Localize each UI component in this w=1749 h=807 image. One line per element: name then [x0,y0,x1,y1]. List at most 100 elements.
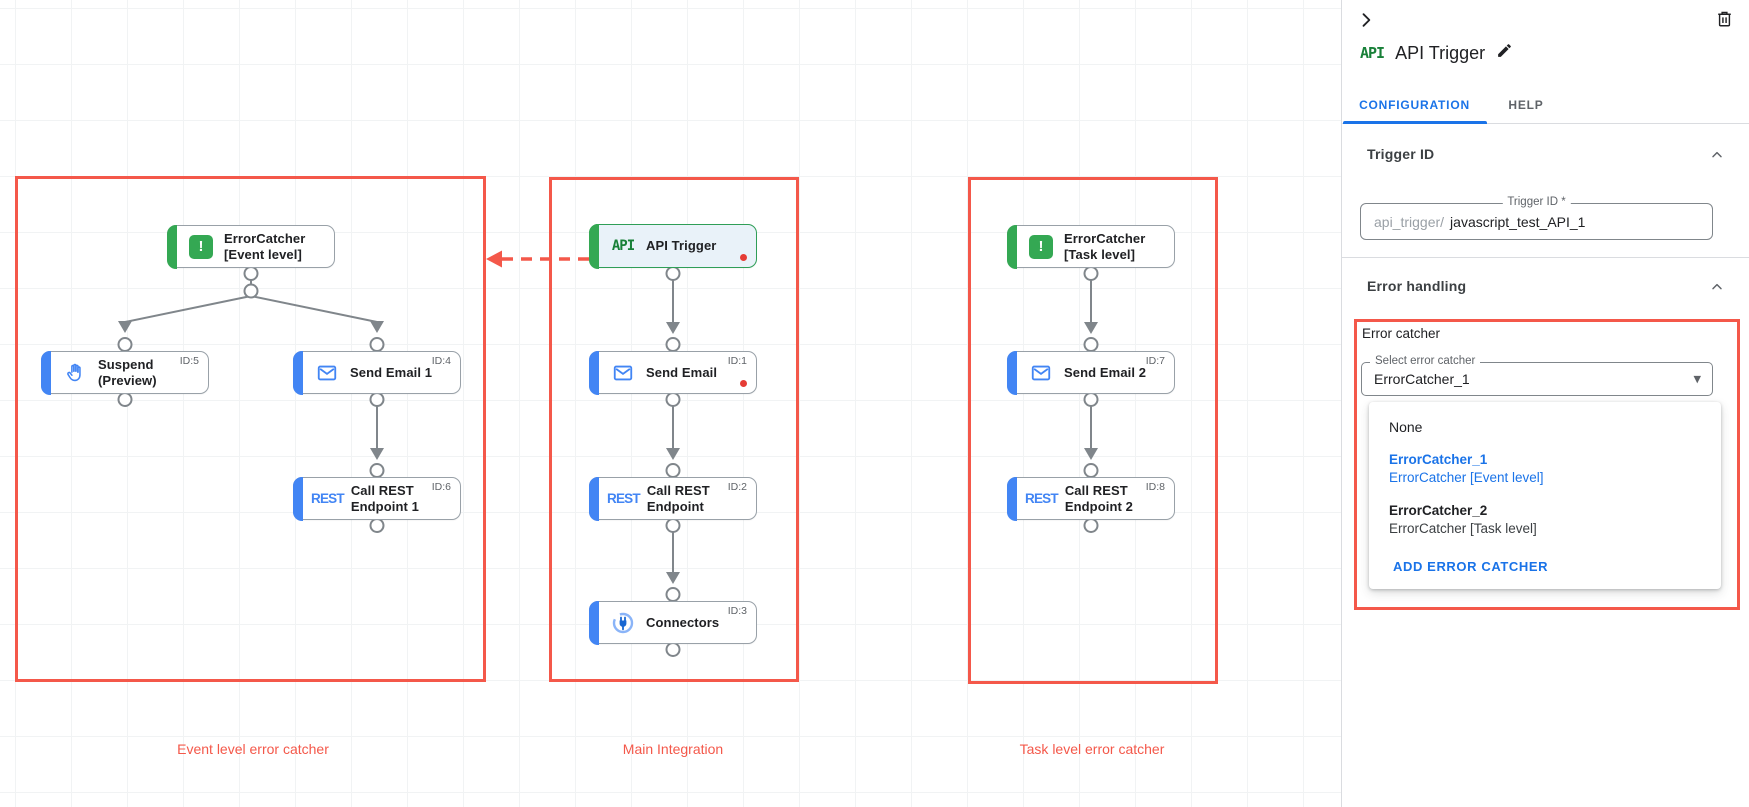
trigger-id-prefix: api_trigger/ [1374,213,1445,230]
node-label-line2: (Preview) [98,372,157,388]
config-side-panel: API API Trigger CONFIGURATION HELP Trigg… [1341,0,1749,807]
tab-help[interactable]: HELP [1508,98,1544,112]
event-level-group-rect [15,176,486,682]
node-id-badge: ID:2 [727,481,747,493]
section-divider [1342,257,1749,258]
node-id-badge: ID:1 [727,355,747,367]
node-accent [1006,224,1017,269]
collapse-section-chevron-icon[interactable] [1709,279,1725,300]
active-tab-underline [1343,121,1487,124]
node-id-badge: ID:4 [431,355,451,367]
node-accent [40,350,51,395]
node-label: Send Email 1 [350,364,433,380]
node-label: Send Email [646,364,718,380]
node-accent [588,476,599,521]
select-error-catcher-value: ErrorCatcher_1 [1374,371,1470,387]
email-icon [607,362,639,384]
node-label-line2: [Task level] [1064,246,1136,262]
menu-item-none[interactable]: None [1389,419,1423,435]
dropdown-arrow-icon: ▾ [1693,370,1701,388]
node-label: ErrorCatcher [224,230,306,246]
node-label: Call REST [350,482,414,498]
trigger-id-value: javascript_test_API_1 [1450,213,1586,230]
panel-tabs: CONFIGURATION HELP [1342,86,1749,124]
node-label-line2: Endpoint 1 [350,498,419,514]
trigger-id-field-label: Trigger ID * [1502,196,1571,208]
node-connectors[interactable]: Connectors ID:3 [588,600,757,645]
node-label: Call REST [646,482,710,498]
node-id-badge: ID:8 [1145,481,1165,493]
node-id-badge: ID:6 [431,481,451,493]
node-label: Send Email 2 [1064,364,1147,380]
node-id-badge: ID:7 [1145,355,1165,367]
integration-canvas[interactable]: ! ErrorCatcher[Event level] Suspend(Prev… [0,0,1341,807]
add-error-catcher-button[interactable]: ADD ERROR CATCHER [1393,559,1549,574]
rest-icon: REST [607,491,641,506]
node-accent [588,600,599,645]
node-errorcatcher-event-level[interactable]: ! ErrorCatcher[Event level] [166,224,335,269]
task-level-group-label: Task level error catcher [1019,741,1165,757]
rest-icon: REST [1025,491,1059,506]
select-error-catcher-label: Select error catcher [1370,355,1481,367]
node-accent [292,476,303,521]
node-label-line2: Endpoint [646,498,704,514]
main-integration-group-rect [549,177,799,682]
node-id-badge: ID:5 [179,355,199,367]
node-label: Suspend [98,356,154,372]
collapse-panel-chevron-icon[interactable] [1356,10,1376,33]
node-accent [1006,350,1017,395]
node-label: API Trigger [646,238,717,254]
node-errorcatcher-task-level[interactable]: ! ErrorCatcher[Task level] [1006,224,1175,269]
tab-configuration[interactable]: CONFIGURATION [1359,98,1470,112]
email-icon [1025,362,1057,384]
rest-icon: REST [311,491,345,506]
email-icon [311,362,343,384]
error-catcher-menu: None ErrorCatcher_1 ErrorCatcher [Event … [1369,402,1721,589]
api-icon: API [611,238,635,254]
menu-item-name: ErrorCatcher_1 [1389,452,1488,467]
error-catcher-highlight-rect [1354,319,1740,610]
delete-trash-icon[interactable] [1715,9,1734,32]
menu-item-desc: ErrorCatcher [Task level] [1389,521,1537,536]
node-label: ErrorCatcher [1064,230,1146,246]
node-label: Call REST [1064,482,1128,498]
node-accent [292,350,303,395]
error-handling-section-title: Error handling [1367,278,1467,294]
node-accent [588,350,599,395]
menu-item-errorcatcher-1[interactable]: ErrorCatcher_1 ErrorCatcher [Event level… [1369,443,1721,494]
event-level-group-label: Event level error catcher [177,741,329,757]
tabs-divider [1342,123,1749,124]
select-error-catcher-dropdown[interactable]: Select error catcher ErrorCatcher_1 ▾ [1361,355,1713,396]
node-send-email-2[interactable]: Send Email 2 ID:7 [1006,350,1175,395]
main-integration-group-label: Main Integration [622,741,724,757]
panel-title: API Trigger [1395,42,1486,63]
error-link-arrowhead [486,250,502,268]
node-label-line2: [Event level] [224,246,302,262]
api-trigger-badge-icon: API [1360,44,1385,62]
connectors-plug-icon [607,611,639,635]
trigger-id-input[interactable]: Trigger ID * api_trigger/ javascript_tes… [1360,196,1713,240]
node-label-line2: Endpoint 2 [1064,498,1133,514]
hand-suspend-icon [59,362,91,384]
task-level-group-rect [968,177,1218,684]
breakpoint-dot [740,254,747,261]
error-catcher-icon: ! [185,234,217,259]
edit-pencil-icon[interactable] [1496,42,1513,64]
node-id-badge: ID:3 [727,605,747,617]
node-accent [588,223,599,269]
node-accent [1006,476,1017,521]
node-send-email[interactable]: Send Email ID:1 [588,350,757,395]
menu-item-desc: ErrorCatcher [Event level] [1389,470,1544,485]
node-api-trigger[interactable]: API API Trigger [588,223,757,269]
error-catcher-icon: ! [1025,234,1057,259]
node-send-email-1[interactable]: Send Email 1 ID:4 [292,350,461,395]
trigger-id-section-title: Trigger ID [1367,146,1435,162]
node-label: Connectors [646,614,720,630]
node-suspend-preview[interactable]: Suspend(Preview) ID:5 [40,350,209,395]
collapse-section-chevron-icon[interactable] [1709,147,1725,168]
menu-item-errorcatcher-2[interactable]: ErrorCatcher_2 ErrorCatcher [Task level] [1369,494,1721,545]
